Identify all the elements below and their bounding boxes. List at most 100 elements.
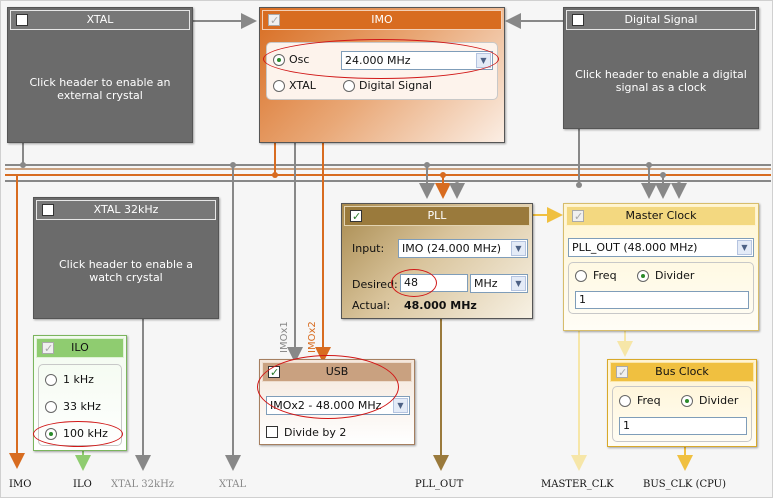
ilo-header[interactable]: ILO (36, 338, 124, 358)
chevron-down-icon[interactable]: ▼ (737, 240, 752, 255)
digital-signal-message: Click header to enable a digital signal … (575, 68, 747, 94)
imox1-wire-label: IMOx1 (279, 321, 290, 353)
master-clock-block: Master Clock PLL_OUT (48.000 MHz) ▼ Freq… (563, 203, 759, 331)
output-bus-clk-label: BUS_CLK (CPU) (643, 479, 727, 490)
master-clock-source-select[interactable]: PLL_OUT (48.000 MHz) ▼ (568, 238, 754, 257)
bus-clock-freq-radio[interactable] (619, 395, 631, 407)
master-clock-freq-radio[interactable] (575, 270, 587, 282)
ilo-33khz-radio[interactable] (45, 401, 57, 413)
xtal-title: XTAL (86, 13, 114, 26)
ilo-1khz-radio[interactable] (45, 374, 57, 386)
bus-clock-freq-label: Freq (637, 394, 661, 407)
chevron-down-icon[interactable]: ▼ (511, 241, 526, 256)
pll-block: PLL Input: IMO (24.000 MHz) ▼ Desired: 4… (341, 203, 533, 319)
ilo-frequency-group: 1 kHz 33 kHz 100 kHz (38, 364, 122, 446)
output-pll-out-label: PLL_OUT (415, 479, 464, 490)
bus-clock-divider-input[interactable]: 1 (619, 417, 747, 435)
ilo-block: ILO 1 kHz 33 kHz 100 kHz (33, 335, 127, 451)
ilo-1khz-label: 1 kHz (63, 373, 94, 386)
pll-actual-label: Actual: (352, 299, 391, 312)
master-clock-divider-input[interactable]: 1 (575, 291, 749, 309)
bus-clock-title: Bus Clock (655, 365, 709, 378)
usb-divide-label: Divide by 2 (284, 426, 347, 439)
ilo-title: ILO (71, 341, 89, 354)
imo-xtal-radio[interactable] (273, 80, 285, 92)
usb-block: USB IMOx2 - 48.000 MHz ▼ Divide by 2 (259, 359, 415, 445)
master-clock-freq-label: Freq (593, 269, 617, 282)
xtal32-title: XTAL 32kHz (93, 203, 159, 216)
master-clock-divider-value: 1 (579, 293, 586, 306)
pll-title: PLL (427, 209, 447, 222)
imo-osc-label: Osc (289, 53, 310, 66)
imo-osc-radio[interactable] (273, 54, 285, 66)
bus-clock-enable-checkbox[interactable] (616, 364, 628, 382)
pll-enable-checkbox[interactable] (350, 208, 362, 226)
bus-clock-divider-label: Divider (699, 394, 739, 407)
master-clock-title: Master Clock (625, 209, 697, 222)
output-xtal-label: XTAL (219, 479, 247, 490)
pll-desired-unit: MHz (474, 277, 498, 290)
digital-signal-header[interactable]: Digital Signal (566, 10, 756, 30)
master-clock-divider-label: Divider (655, 269, 695, 282)
xtal32-header[interactable]: XTAL 32kHz (36, 200, 216, 220)
imo-header[interactable]: IMO (262, 10, 502, 30)
master-clock-mode-group: Freq Divider 1 (568, 262, 754, 314)
pll-desired-input[interactable]: 48 (400, 274, 468, 292)
imo-digital-signal-label: Digital Signal (359, 79, 432, 92)
imo-source-group: Osc 24.000 MHz ▼ XTAL Digital Signal (266, 42, 498, 100)
usb-enable-checkbox[interactable] (268, 364, 280, 382)
pll-desired-unit-select[interactable]: MHz ▼ (470, 274, 528, 293)
xtal-block: XTAL Click header to enable an external … (7, 7, 193, 143)
master-clock-divider-radio[interactable] (637, 270, 649, 282)
imo-frequency-value: 24.000 MHz (345, 54, 411, 67)
pll-desired-label: Desired: (352, 278, 398, 291)
usb-header[interactable]: USB (262, 362, 412, 382)
pll-header[interactable]: PLL (344, 206, 530, 226)
chevron-down-icon[interactable]: ▼ (511, 276, 526, 291)
chevron-down-icon[interactable]: ▼ (393, 398, 408, 413)
ilo-100khz-label: 100 kHz (63, 427, 108, 440)
imox2-wire-label: IMOx2 (307, 321, 318, 353)
imo-title: IMO (371, 13, 393, 26)
digital-signal-block: Digital Signal Click header to enable a … (563, 7, 759, 129)
pll-desired-value: 48 (404, 276, 418, 289)
usb-source-select[interactable]: IMOx2 - 48.000 MHz ▼ (266, 396, 410, 415)
bus-clock-block: Bus Clock Freq Divider 1 (607, 359, 757, 447)
imo-xtal-label: XTAL (289, 79, 316, 92)
imo-frequency-select[interactable]: 24.000 MHz ▼ (341, 51, 493, 70)
digital-signal-title: Digital Signal (624, 13, 698, 26)
pll-input-value: IMO (24.000 MHz) (402, 242, 501, 255)
ilo-enable-checkbox[interactable] (42, 340, 54, 358)
xtal32-message: Click header to enable a watch crystal (58, 258, 194, 284)
bus-clock-header[interactable]: Bus Clock (610, 362, 754, 382)
xtal-header[interactable]: XTAL (10, 10, 190, 30)
imo-enable-checkbox[interactable] (268, 12, 280, 30)
imo-digital-signal-radio[interactable] (343, 80, 355, 92)
output-imo-label: IMO (9, 479, 32, 490)
master-clock-header[interactable]: Master Clock (566, 206, 756, 226)
usb-divide-checkbox[interactable] (266, 426, 278, 438)
xtal32-block: XTAL 32kHz Click header to enable a watc… (33, 197, 219, 319)
bus-clock-divider-radio[interactable] (681, 395, 693, 407)
usb-title: USB (325, 365, 349, 378)
chevron-down-icon[interactable]: ▼ (476, 53, 491, 68)
output-master-clk-label: MASTER_CLK (541, 479, 614, 490)
digital-signal-enable-checkbox[interactable] (572, 14, 584, 26)
pll-actual-value: 48.000 MHz (404, 299, 477, 312)
pll-input-select[interactable]: IMO (24.000 MHz) ▼ (398, 239, 528, 258)
master-clock-enable-checkbox[interactable] (572, 208, 584, 226)
imo-block: IMO Osc 24.000 MHz ▼ XTAL Digital Signal (259, 7, 505, 143)
bus-clock-mode-group: Freq Divider 1 (612, 386, 752, 442)
ilo-33khz-label: 33 kHz (63, 400, 101, 413)
output-xtal32-label: XTAL 32kHz (111, 479, 175, 490)
master-clock-source-value: PLL_OUT (48.000 MHz) (572, 241, 698, 254)
xtal-message: Click header to enable an external cryst… (29, 76, 171, 102)
xtal32-enable-checkbox[interactable] (42, 204, 54, 216)
usb-source-value: IMOx2 - 48.000 MHz (270, 399, 382, 412)
bus-clock-divider-value: 1 (623, 419, 630, 432)
pll-input-label: Input: (352, 242, 385, 255)
ilo-100khz-radio[interactable] (45, 428, 57, 440)
xtal-enable-checkbox[interactable] (16, 14, 28, 26)
